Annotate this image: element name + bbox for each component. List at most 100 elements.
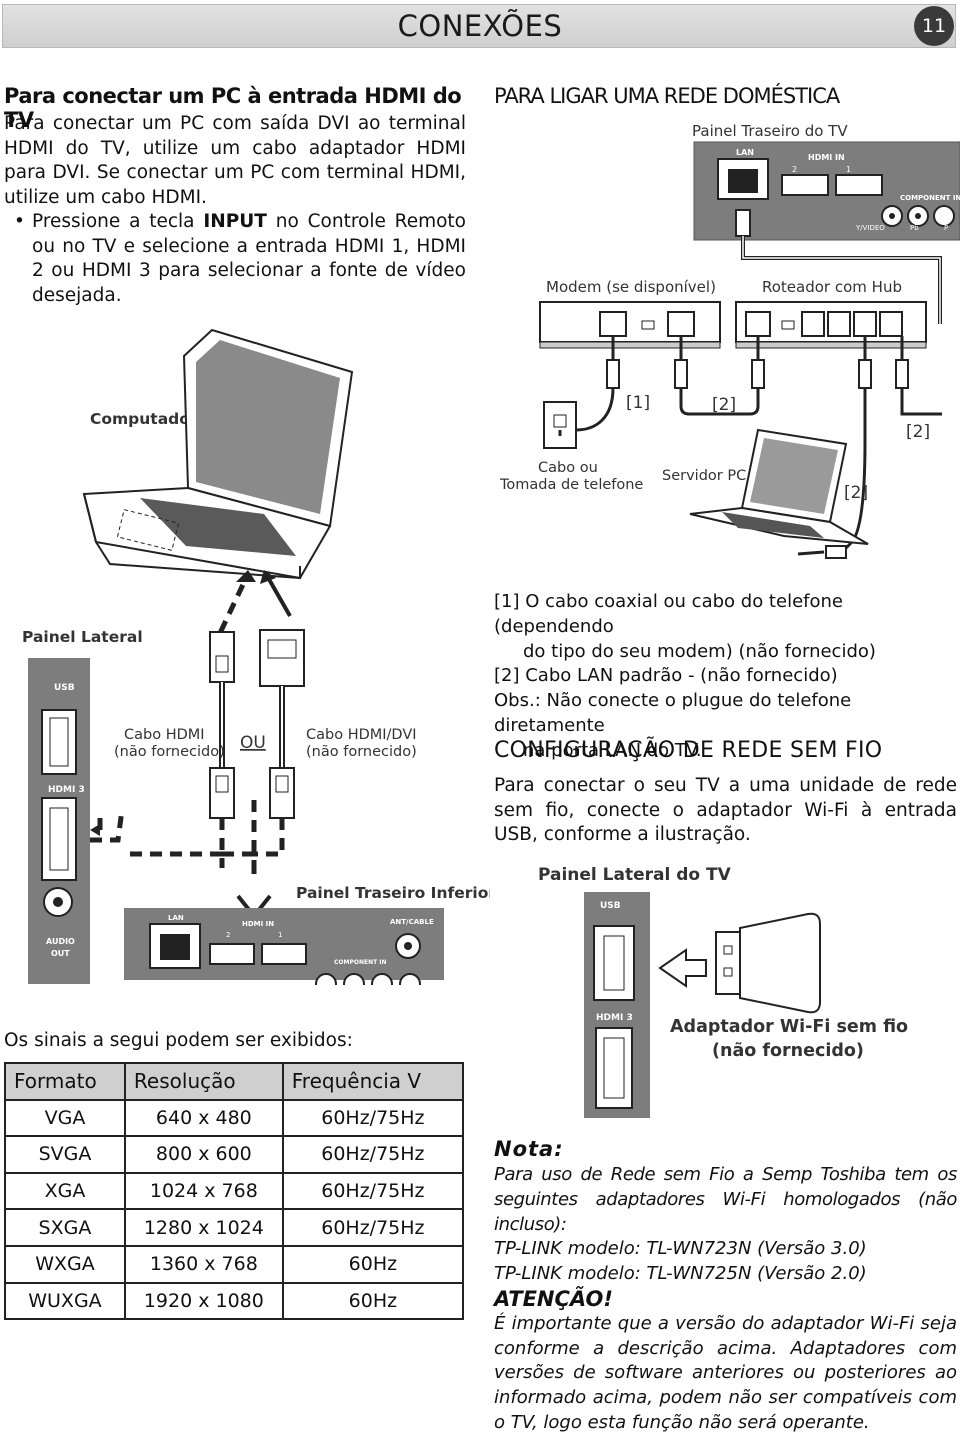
adapter-label-1: Adaptador Wi-Fi sem fio [670, 1017, 908, 1037]
table-cell: WUXGA [4, 1281, 126, 1321]
modem-port-2 [667, 311, 695, 337]
side-panel-label: Painel Lateral [22, 628, 143, 646]
bullet-key: INPUT [203, 211, 267, 232]
or-label: OU [240, 733, 266, 753]
computer-laptop [82, 328, 354, 580]
computer-label: Computador [90, 410, 198, 428]
table-cell: VGA [4, 1098, 126, 1138]
cable-label-2c: [2] [844, 483, 868, 503]
usb-label: USB [54, 683, 75, 693]
server-label: Servidor PC [662, 468, 746, 484]
rear-hdmi1-port [261, 943, 307, 965]
table-cell: XGA [4, 1171, 126, 1211]
rear-component-in-label: COMPONENT IN [334, 959, 387, 966]
table-cell: 60Hz/75Hz [281, 1098, 465, 1138]
note-line-3: TP-LINK modelo: TL-WN725N (Versão 2.0) [494, 1263, 867, 1285]
cable-label-2b: [2] [906, 422, 930, 442]
router-lan-port-2 [827, 311, 851, 337]
wifi-hdmi3-label: HDMI 3 [596, 1013, 633, 1023]
table-header-cell: Frequência V [281, 1062, 465, 1101]
table-cell: 60Hz/75Hz [281, 1208, 465, 1247]
pc-connection-diagram: Computador Painel Lateral USB HDMI 3 AUD… [22, 328, 490, 985]
modem-label: Modem (se disponível) [546, 278, 716, 296]
obs-line-1: Obs.: Não conecte o plugue do telefone d… [494, 690, 852, 736]
pb-label: Pb [910, 224, 919, 232]
lan-plug [735, 209, 751, 237]
table-cell: SXGA [4, 1208, 126, 1247]
tv-lan-socket [728, 169, 758, 193]
note-heading: Nota: [494, 1137, 564, 1161]
network-section-heading: PARA LIGAR UMA REDE DOMÉSTICA [494, 84, 840, 108]
wall-socket [543, 401, 577, 449]
router-label: Roteador com Hub [762, 278, 902, 296]
modem-router-cable [679, 388, 760, 416]
network-notes: [1] O cabo coaxial ou cabo do telefone (… [494, 590, 958, 764]
bullet-post: no Controle Remoto ou no TV e selecione … [32, 211, 466, 306]
page-number-badge: 11 [914, 6, 954, 46]
header-bar [2, 4, 956, 48]
wifi-section-text: Para conectar o seu TV a uma unidade de … [494, 775, 957, 846]
table-row: VGA 640 x 480 60Hz/75Hz [4, 1098, 465, 1138]
svg-text:2: 2 [226, 931, 230, 939]
home-network-diagram: Painel Traseiro do TV LAN HDMI IN 2 1 CO… [499, 122, 960, 559]
adapter-label-2: (não fornecido) [712, 1041, 864, 1061]
attention-text: É importante que a versão do adaptador W… [494, 1312, 957, 1433]
tv-hdmi1-port [835, 174, 883, 196]
table-header-cell: Formato [4, 1062, 126, 1101]
wifi-adapter [715, 912, 821, 1014]
rear-lower-label: Painel Traseiro Inferior [296, 884, 490, 902]
table-cell: 1920 x 1080 [123, 1281, 284, 1321]
pc-section-text: Para conectar um PC com saída DVI ao ter… [4, 113, 466, 208]
table-row: SVGA 800 x 600 60Hz/75Hz [4, 1135, 465, 1174]
rear-hdmi2-port [209, 943, 255, 965]
hdmi3-label: HDMI 3 [48, 785, 85, 795]
wall-label-1: Cabo ou [538, 460, 598, 476]
cable-label-1: [1] [626, 393, 650, 413]
router-lan-port-3 [853, 311, 877, 337]
bullet-dot: • [14, 211, 25, 232]
rear-lan-label: LAN [168, 914, 184, 922]
note-1-line-1: [1] O cabo coaxial ou cabo do telefone (… [494, 591, 843, 637]
rear-hdmi-in-label: HDMI IN [242, 920, 274, 928]
modem-phone-cable [558, 387, 615, 436]
svg-text:1: 1 [278, 931, 282, 939]
note-2: [2] Cabo LAN padrão - (não fornecido) [494, 665, 838, 687]
table-row: WXGA 1360 x 768 60Hz [4, 1244, 465, 1284]
table-cell: 60Hz [281, 1244, 465, 1284]
table-row: XGA 1024 x 768 60Hz/75Hz [4, 1171, 465, 1211]
wifi-section-heading: CONFIGURAÇÃO DE REDE SEM FIO [494, 738, 883, 763]
bullet-pre: Pressione a tecla [32, 211, 204, 232]
table-row: WUXGA 1920 x 1080 60Hz [4, 1281, 465, 1321]
obs-line-2: na porta LAN do TV. [523, 739, 702, 761]
tv-rear-label: Painel Traseiro do TV [692, 122, 848, 140]
dvi-cable-label-2: (não fornecido) [306, 744, 417, 760]
note-line-2: TP-LINK modelo: TL-WN723N (Versão 3.0) [494, 1238, 867, 1260]
lan-port-label: LAN [736, 148, 754, 157]
hdmi-2-label: 2 [792, 165, 797, 174]
router-wan-port [745, 311, 771, 337]
tv-hdmi2-port [781, 174, 829, 196]
signals-label: Os sinais a segui podem ser exibidos: [4, 1030, 353, 1051]
insert-arrow [658, 948, 707, 988]
page-title: CONEXÕES [397, 9, 563, 43]
table-cell: 1024 x 768 [123, 1171, 284, 1211]
hdmi-cable-label-1: Cabo HDMI [124, 727, 205, 743]
note-body: Para uso de Rede sem Fio a Semp Toshiba … [494, 1163, 957, 1436]
table-cell: 60Hz/75Hz [281, 1135, 465, 1174]
table-cell: WXGA [4, 1244, 126, 1284]
ant-cable-label: ANT/CABLE [390, 918, 434, 926]
table-cell: 60Hz [281, 1281, 465, 1321]
table-row: SXGA 1280 x 1024 60Hz/75Hz [4, 1208, 465, 1247]
table-header-cell: Resolução [123, 1062, 284, 1101]
tv-pr-jack [933, 205, 955, 227]
table-header-row: Formato Resolução Frequência V [4, 1062, 465, 1101]
yvideo-label: Y/VIDEO [855, 224, 885, 232]
modem-switch [641, 320, 655, 330]
cable-label-2a: [2] [712, 395, 736, 415]
wifi-adapter-diagram: Painel Lateral do TV USB HDMI 3 Adaptado… [538, 865, 908, 1118]
table-cell: SVGA [4, 1135, 126, 1174]
note-1-line-2: do tipo do seu modem) (não fornecido) [523, 640, 876, 662]
audio-label: AUDIO [46, 937, 75, 946]
wall-label-2: Tomada de telefone [499, 477, 643, 493]
table-cell: 60Hz/75Hz [281, 1171, 465, 1211]
